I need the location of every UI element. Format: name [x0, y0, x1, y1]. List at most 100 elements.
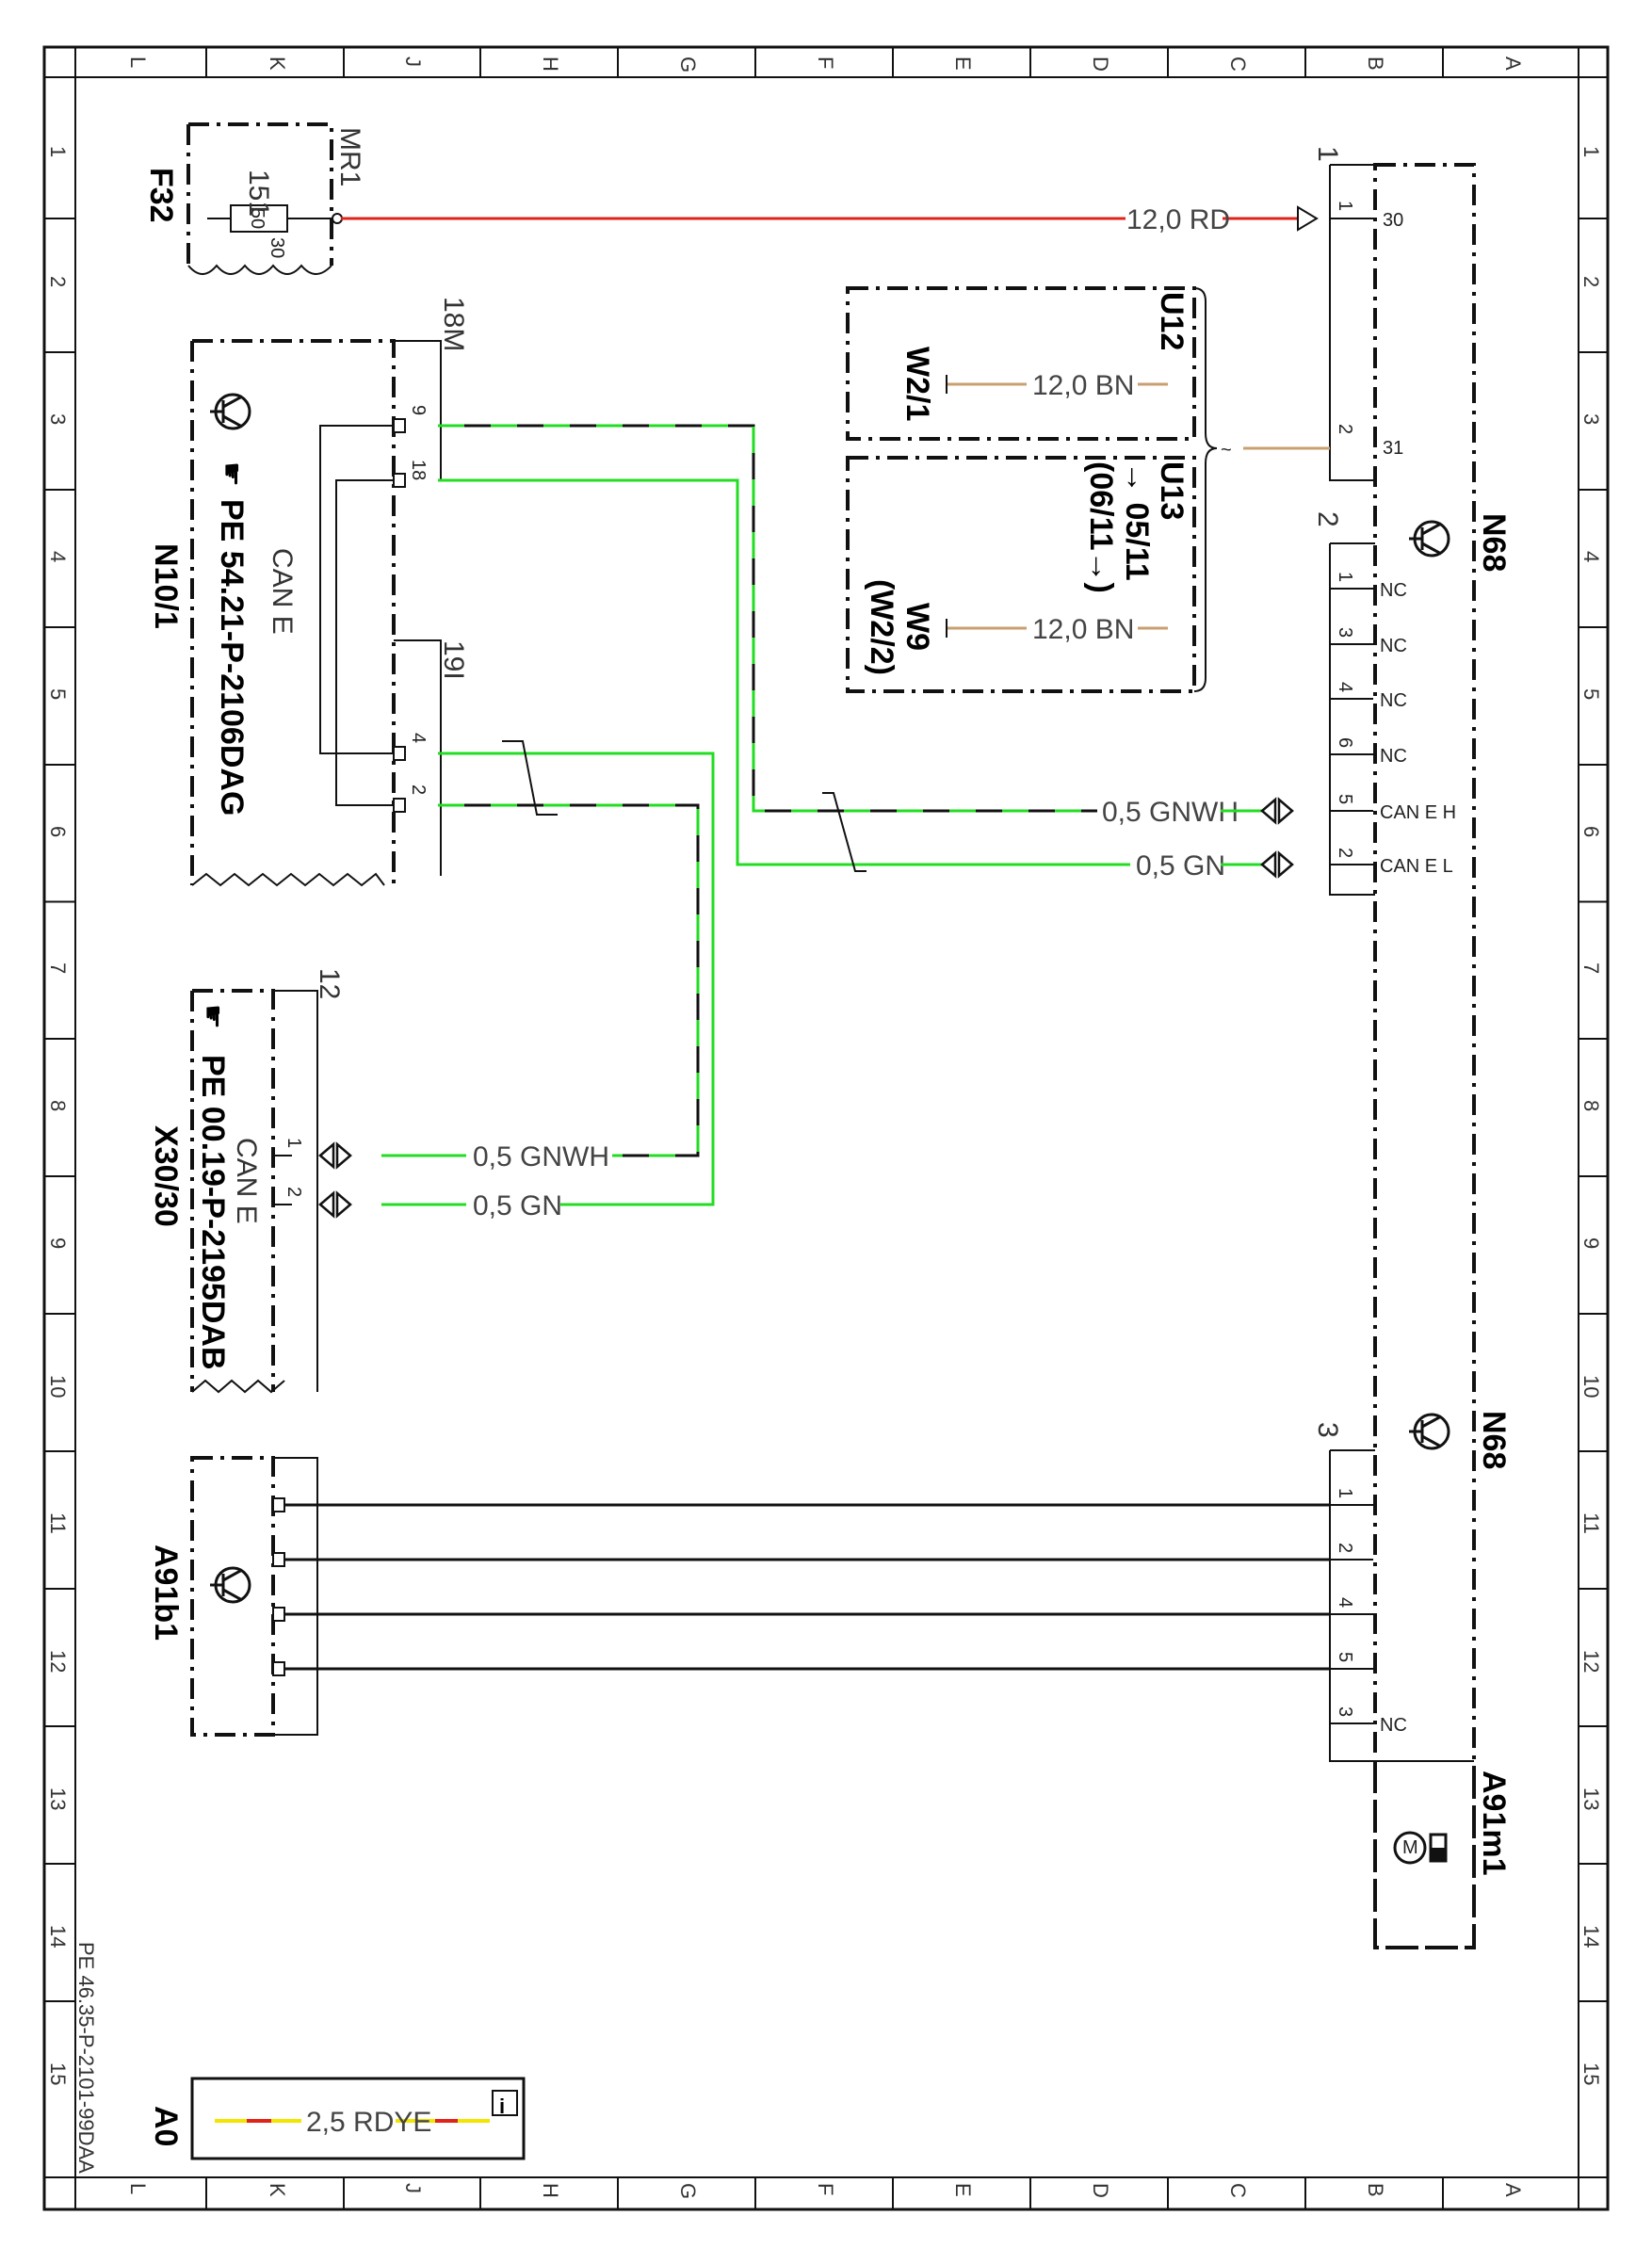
row-label-left: 5	[46, 688, 70, 700]
wire-supply[interactable]: 12,0 RD	[341, 204, 1319, 235]
transistor-icon	[1409, 520, 1450, 558]
connector-arrows	[318, 797, 1294, 1219]
fuse-rating: 50	[247, 208, 267, 229]
n68-conn3-label: 3	[1312, 1422, 1343, 1438]
row-label-right: 7	[1579, 962, 1603, 974]
row-label-right: 4	[1579, 551, 1603, 562]
x30-ref: PE 00.19-P-2195DAB	[195, 1055, 231, 1370]
n68-conn3-pin: 2	[1335, 1543, 1355, 1553]
n10-conn-b-label: 19I	[438, 640, 469, 680]
hand-pointer-icon: ☛	[196, 1004, 229, 1029]
x30-pin-2: 2	[283, 1187, 304, 1197]
a91b1-pin	[272, 1497, 285, 1512]
n10-ref: PE 54.21-P-2106DAG	[214, 499, 250, 816]
connector-mr1: MR1	[334, 127, 365, 186]
u13-note-a: → 05/11	[1119, 461, 1155, 581]
col-label-top: A	[1501, 57, 1525, 71]
row-label-left: 9	[46, 1237, 70, 1249]
transistor-icon	[1409, 1413, 1450, 1450]
svg-text:M: M	[1402, 1837, 1418, 1858]
twisted-pair-mark-2	[502, 740, 558, 816]
component-u12[interactable]: U12 12,0 BN W2/1	[846, 286, 1196, 441]
row-label-left: 7	[46, 962, 70, 974]
n68-conn2-signal: CAN E H	[1380, 802, 1456, 823]
wire-can-h-n68[interactable]: 0,5 GNWH	[438, 424, 1262, 828]
component-f32[interactable]: 50 151 30 MR1 F32	[143, 122, 365, 275]
n68-conn2-signal: CAN E L	[1380, 856, 1453, 877]
n10-pin-label: 2	[408, 784, 429, 795]
row-label-left: 8	[46, 1100, 70, 1111]
col-label-top: C	[1226, 57, 1250, 72]
f32-label: F32	[143, 168, 179, 223]
wire-can-l-n68[interactable]: 0,5 GN	[438, 478, 1262, 881]
col-label-bottom: J	[401, 2183, 425, 2193]
x30-bus: CAN E	[231, 1138, 262, 1224]
row-label-right: 13	[1579, 1787, 1603, 1810]
a91b1-pin	[272, 1607, 285, 1622]
x30-pin-1: 1	[283, 1138, 304, 1148]
n68-conn3-pin: 5	[1335, 1652, 1355, 1662]
n68-conn3-pin: 1	[1335, 1488, 1355, 1498]
u13-note-b: (06/11→)	[1083, 461, 1119, 593]
row-label-right: 8	[1579, 1100, 1603, 1111]
u13-wire-label: 12,0 BN	[1032, 614, 1134, 645]
wire-supply-label: 12,0 RD	[1126, 204, 1230, 235]
n68-sig-31: 31	[1383, 438, 1403, 459]
brace-u12-u13: ~	[1193, 287, 1330, 692]
n68-lower-label: N68	[1476, 1411, 1512, 1469]
transistor-icon	[210, 1566, 251, 1604]
n68-conn2-label: 2	[1312, 511, 1343, 527]
component-n10-1[interactable]: 18M 19I ☛ PE 54.21-P-2106DAG CAN E N10/1…	[148, 297, 469, 887]
row-label-right: 2	[1579, 276, 1603, 287]
n68-conn2-signal: NC	[1380, 636, 1407, 656]
col-label-bottom: F	[814, 2183, 837, 2195]
row-label-right: 10	[1579, 1375, 1603, 1398]
n10-label: N10/1	[148, 543, 184, 629]
col-label-top: E	[951, 57, 975, 71]
wire-can-l-x30[interactable]: 0,5 GN	[381, 752, 715, 1221]
u12-wire: W2/1	[899, 347, 935, 421]
wires-a91b1-n68[interactable]	[272, 1497, 1330, 1676]
plug-connector-icon	[318, 1190, 352, 1219]
col-label-top: J	[401, 57, 425, 67]
plug-connector-icon	[1260, 850, 1294, 879]
wire-can-h-x30[interactable]: 0,5 GNWH	[381, 803, 700, 1173]
legend-wire-label: 2,5 RDYE	[306, 2107, 431, 2138]
col-label-bottom: C	[1226, 2183, 1250, 2198]
n68-pin-2: 2	[1335, 424, 1355, 434]
component-u13[interactable]: U13 → 05/11 (06/11→) 12,0 BN W9 (W2/2)	[846, 456, 1196, 693]
a91b1-label: A91b1	[148, 1544, 184, 1641]
row-label-right: 14	[1579, 1925, 1603, 1948]
component-x30-30[interactable]: 12 ☛ PE 00.19-P-2195DAB CAN E X30/30 1 2	[148, 968, 345, 1394]
u12-label: U12	[1154, 292, 1190, 350]
component-a91b1[interactable]: A91b1	[148, 1456, 318, 1737]
row-label-right: 12	[1579, 1650, 1603, 1673]
row-label-left: 3	[46, 413, 70, 425]
n10-pin-label: 18	[408, 460, 429, 480]
n10-conn-a-label: 18M	[438, 297, 469, 351]
fuse-terminal: 30	[267, 237, 287, 258]
component-a91m1[interactable]: M A91m1	[1373, 1761, 1512, 1949]
x30-conn-label: 12	[314, 968, 345, 999]
legend-a0: 2,5 RDYE i A0	[148, 2077, 526, 2160]
col-label-bottom: K	[266, 2183, 289, 2197]
plug-connector-icon	[1260, 797, 1294, 825]
row-label-right: 6	[1579, 826, 1603, 837]
col-label-top: G	[676, 57, 700, 73]
n10-pin	[393, 473, 406, 488]
row-label-left: 13	[46, 1787, 70, 1810]
n10-pin-label: 9	[408, 405, 429, 415]
row-label-right: 5	[1579, 688, 1603, 700]
row-label-left: 4	[46, 551, 70, 562]
n68-conn2-pin: 4	[1335, 682, 1355, 692]
n68-conn3-signal: NC	[1380, 1715, 1407, 1736]
row-label-right: 15	[1579, 2062, 1603, 2085]
row-label-left: 10	[46, 1375, 70, 1398]
row-label-right: 9	[1579, 1237, 1603, 1249]
